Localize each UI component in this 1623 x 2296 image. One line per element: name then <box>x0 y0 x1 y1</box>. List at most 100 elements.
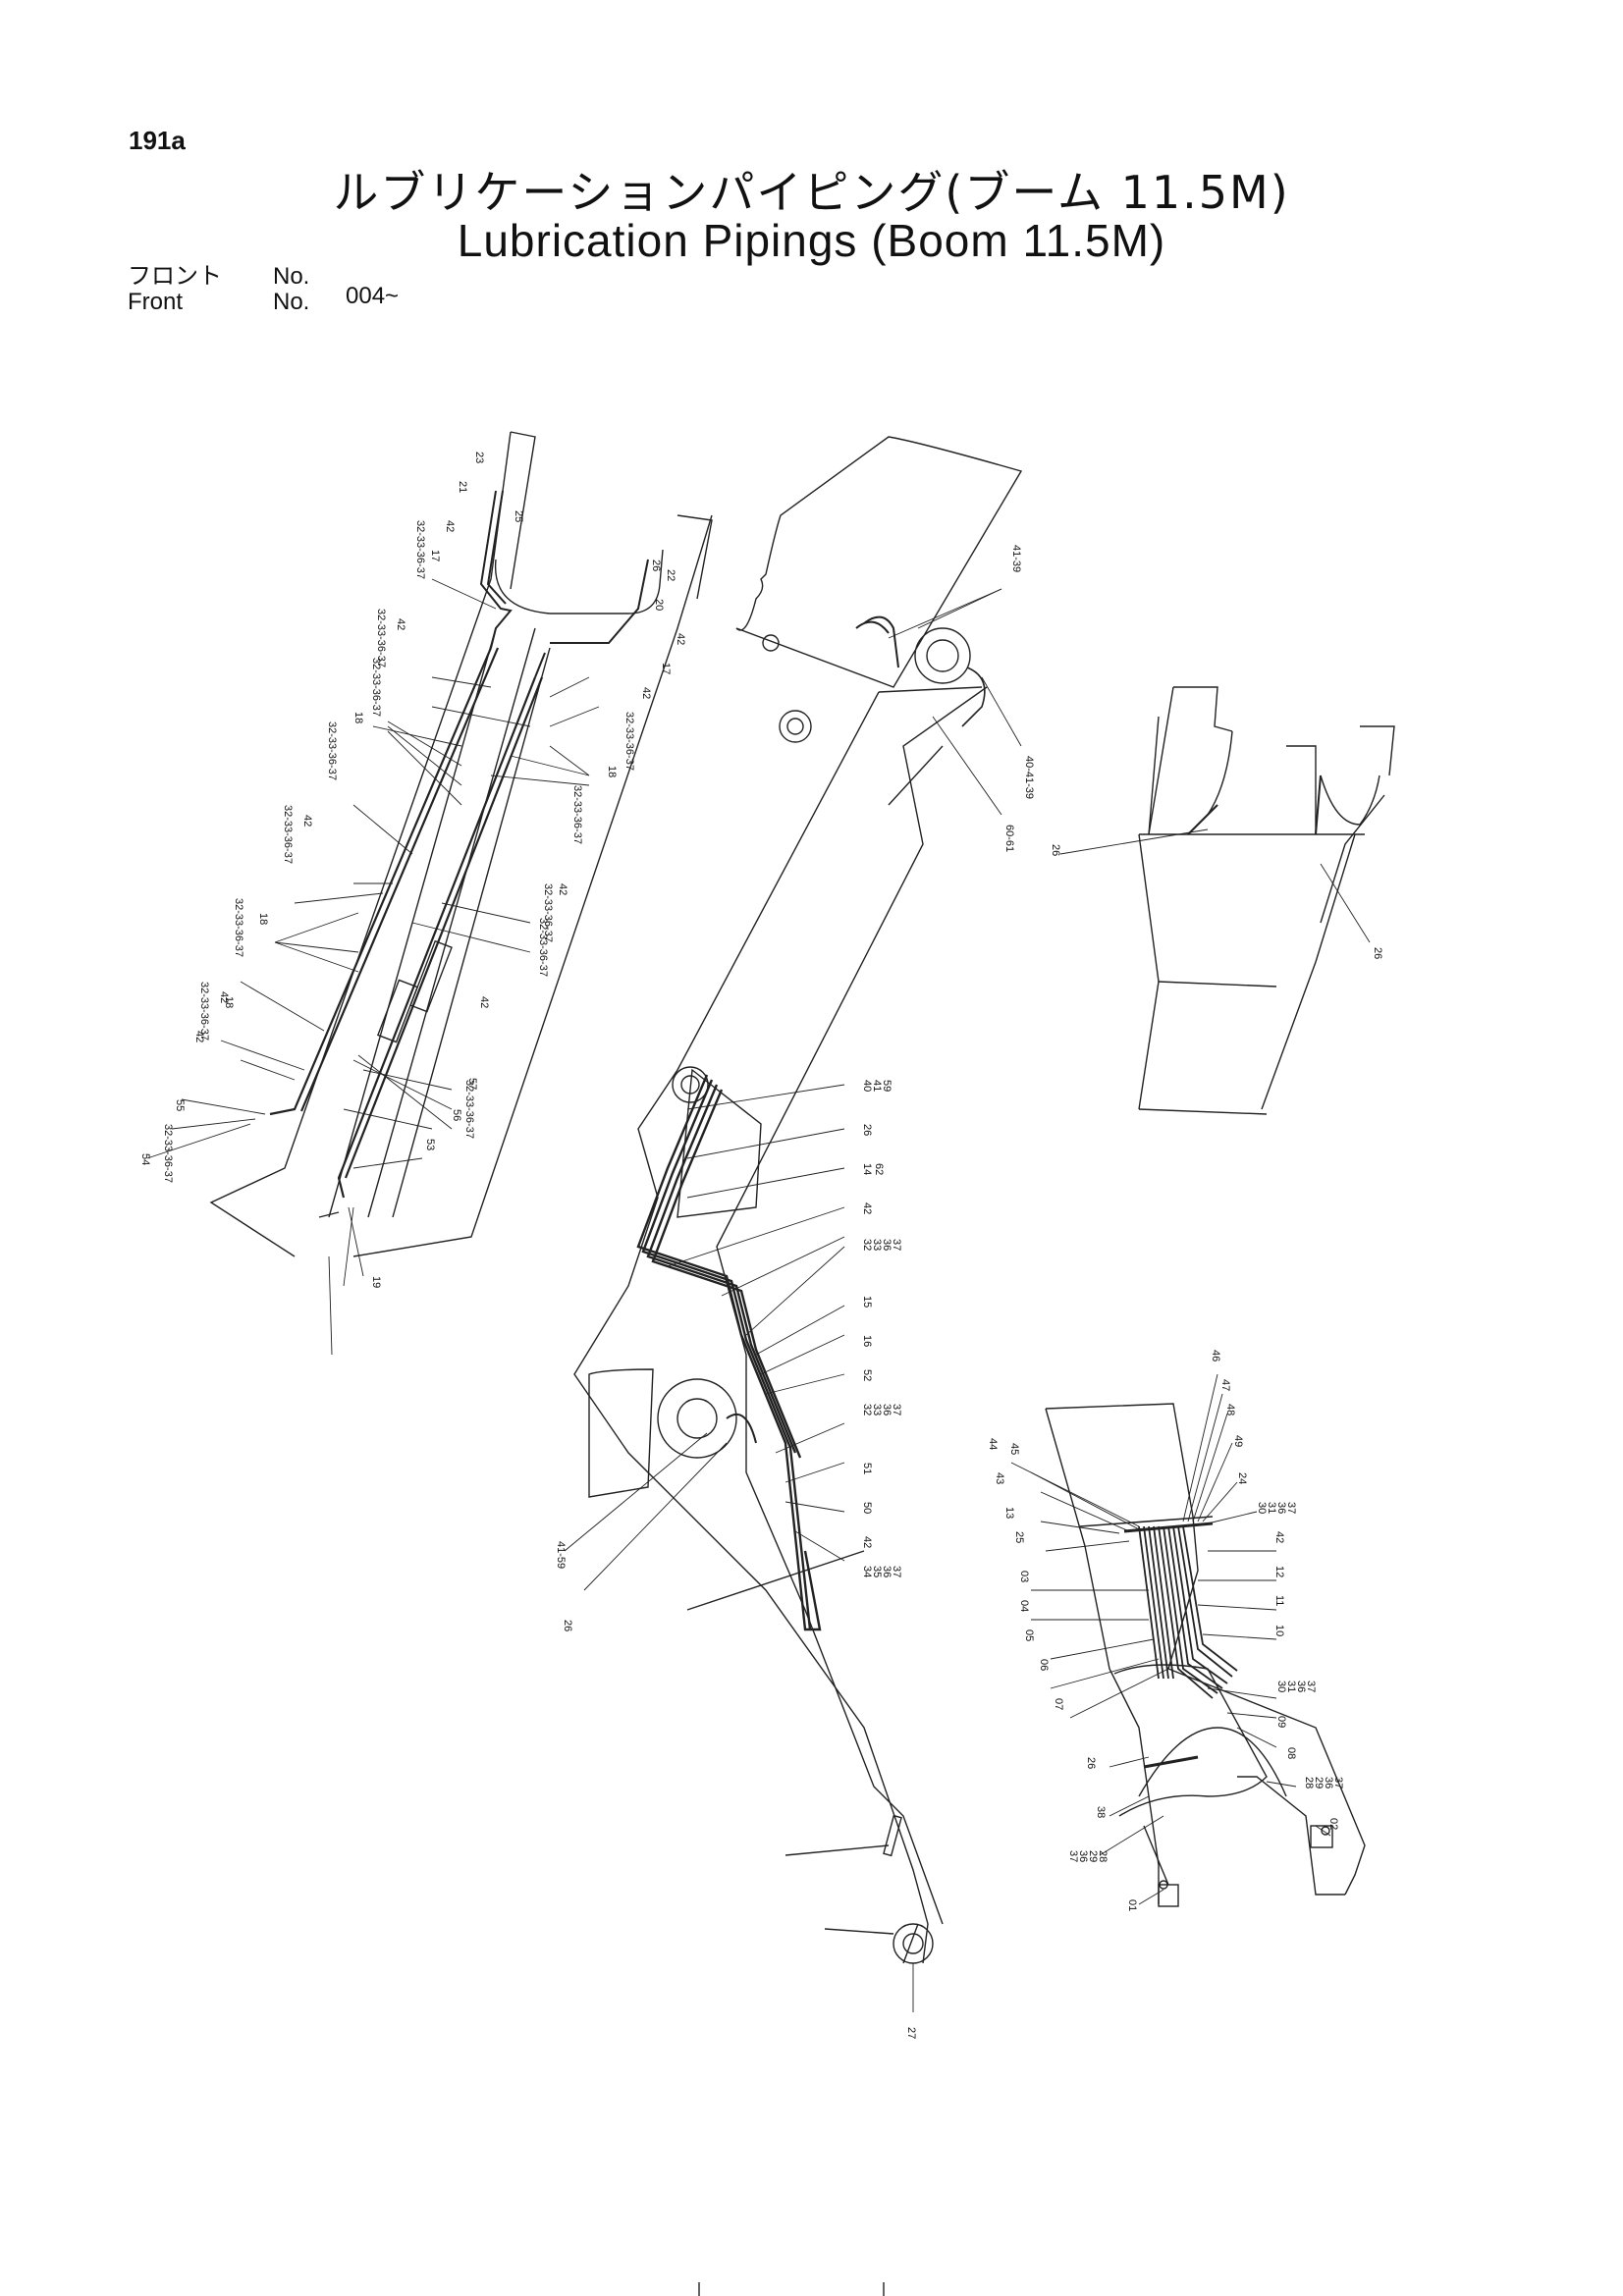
callouts-right-bottom-view: 46 47 48 49 24 30 31 36 37 44 45 43 13 2… <box>987 1350 1344 1911</box>
callout: 32-33-36-37 <box>198 982 210 1041</box>
front-label-en: Front <box>128 289 184 315</box>
callout: 42 <box>395 618 406 630</box>
callout: 09 <box>1275 1716 1287 1728</box>
callout: 32-33-36-37 <box>233 898 244 957</box>
serial-number: 004~ <box>346 283 400 309</box>
callout: 29 <box>1313 1777 1325 1789</box>
callout: 32-33-36-37 <box>282 805 294 864</box>
callout: 32-33-36-37 <box>542 883 554 942</box>
callout: 03 <box>1018 1571 1030 1582</box>
callout: 18 <box>352 712 364 723</box>
callout: 32-33-36-37 <box>326 721 338 780</box>
callout: 42 <box>861 1202 873 1214</box>
callout: 12 <box>1273 1566 1285 1577</box>
callout: 32-33-36-37 <box>370 658 382 717</box>
callout: 32-33-36-37 <box>463 1080 475 1139</box>
callout: 62 <box>873 1163 885 1175</box>
right-top-view <box>1138 686 1395 1115</box>
callout: 40 <box>861 1080 873 1092</box>
callout: 60-61 <box>1003 825 1015 852</box>
callout: 36 <box>1275 1502 1287 1514</box>
callout: 30 <box>1275 1681 1287 1692</box>
callout: 42 <box>861 1536 873 1548</box>
callout: 26 <box>1085 1757 1097 1769</box>
callout: 05 <box>1023 1629 1035 1641</box>
callouts-right-top-view: 26 26 <box>1050 844 1383 959</box>
callout: 35 <box>871 1566 883 1577</box>
callout: 18 <box>606 766 618 777</box>
callout: 30 <box>1256 1502 1268 1514</box>
callout: 22 <box>665 569 676 581</box>
callout: 26 <box>1372 947 1383 959</box>
callouts-left-view: 23 21 25 42 17 32-33-36-37 26 22 20 42 1… <box>139 452 686 1288</box>
callout: 36 <box>881 1239 893 1251</box>
callout: 14 <box>861 1163 873 1175</box>
callout: 44 <box>987 1438 999 1450</box>
callout: 43 <box>994 1472 1005 1484</box>
callout: 17 <box>660 663 672 674</box>
callout: 45 <box>1008 1443 1020 1455</box>
callout: 49 <box>1232 1435 1244 1447</box>
callout: 32-33-36-37 <box>623 712 635 771</box>
callout: 53 <box>424 1139 436 1150</box>
callout: 36 <box>881 1404 893 1415</box>
callout: 32 <box>861 1239 873 1251</box>
callout: 41-59 <box>555 1541 567 1569</box>
callout: 17 <box>429 550 441 561</box>
callout: 42 <box>193 1031 205 1042</box>
callout: 37 <box>1285 1502 1297 1514</box>
right-bottom-view <box>1045 1403 1366 1907</box>
callout: 23 <box>473 452 485 463</box>
callout: 11 <box>1273 1595 1285 1606</box>
callout: 18 <box>223 996 235 1008</box>
callout: 21 <box>457 481 468 493</box>
callout: 32-33-36-37 <box>537 918 549 977</box>
callout: 36 <box>1295 1681 1307 1692</box>
callout: 54 <box>139 1153 151 1165</box>
callout: 36 <box>1077 1850 1089 1862</box>
callout: 08 <box>1285 1747 1297 1759</box>
callout: 28 <box>1097 1850 1109 1862</box>
callout: 32-33-36-37 <box>162 1124 174 1183</box>
callout: 19 <box>370 1276 382 1288</box>
callout: 36 <box>1323 1777 1334 1789</box>
callout: 24 <box>1236 1472 1248 1484</box>
callout: 40-41-39 <box>1023 756 1035 799</box>
callout: 37 <box>1067 1850 1079 1862</box>
callout: 42 <box>301 815 313 827</box>
callout: 33 <box>871 1404 883 1415</box>
callout: 38 <box>1095 1806 1107 1818</box>
page-id: 191a <box>129 126 186 155</box>
callout: 26 <box>650 560 662 571</box>
callout: 26 <box>562 1620 573 1631</box>
center-boom-view <box>573 436 1023 1964</box>
callout: 48 <box>1224 1404 1236 1415</box>
callout: 59 <box>881 1080 893 1092</box>
callout: 46 <box>1210 1350 1221 1362</box>
callout: 37 <box>891 1566 902 1577</box>
callout: 31 <box>1266 1502 1277 1514</box>
callout: 42 <box>1273 1531 1285 1543</box>
callout: 42 <box>557 883 568 895</box>
callout: 32-33-36-37 <box>571 785 583 844</box>
callout: 42 <box>218 991 230 1003</box>
callout: 37 <box>1332 1777 1344 1789</box>
callout: 26 <box>1050 844 1061 856</box>
callout: 47 <box>1219 1379 1231 1391</box>
callout: 29 <box>1087 1850 1099 1862</box>
left-boom-view <box>209 431 713 1257</box>
callout: 06 <box>1038 1659 1050 1671</box>
callout: 42 <box>478 996 490 1008</box>
callout: 41-39 <box>1010 545 1022 572</box>
callout: 16 <box>861 1335 873 1347</box>
callout: 25 <box>1013 1531 1025 1543</box>
callout: 25 <box>513 510 524 522</box>
callout: 42 <box>675 633 686 645</box>
callout: 41 <box>871 1080 883 1092</box>
callout: 18 <box>257 913 269 925</box>
callout: 32 <box>861 1404 873 1415</box>
front-label-jp: フロント <box>128 263 222 290</box>
callout: 52 <box>861 1369 873 1381</box>
callout: 50 <box>861 1502 873 1514</box>
